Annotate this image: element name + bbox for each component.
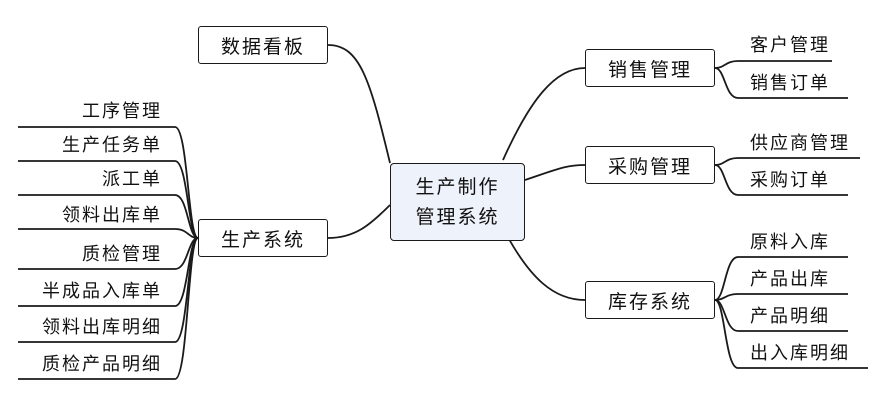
leaf-inventory-4[interactable]: 出入库明细 bbox=[750, 343, 850, 364]
connector-sales bbox=[502, 67, 586, 161]
leaf-production-3[interactable]: 派工单 bbox=[102, 169, 162, 190]
connector-purchase-1 bbox=[714, 157, 860, 166]
root-label-line2: 管理系统 bbox=[415, 206, 500, 228]
leaf-production-1[interactable]: 工序管理 bbox=[82, 101, 162, 122]
leaf-sales-1[interactable]: 客户管理 bbox=[750, 35, 830, 56]
connector-inv-2 bbox=[714, 293, 848, 301]
leaf-production-8[interactable]: 质检产品明细 bbox=[42, 354, 162, 375]
node-sales[interactable]: 销售管理 bbox=[585, 49, 715, 87]
connector-purchase-2 bbox=[714, 164, 848, 196]
node-sales-label: 销售管理 bbox=[607, 58, 692, 81]
node-production[interactable]: 生产系统 bbox=[198, 219, 328, 257]
connector-production bbox=[327, 204, 391, 239]
leaf-production-4[interactable]: 领料出库单 bbox=[62, 205, 162, 226]
leaf-production-5[interactable]: 质检管理 bbox=[82, 244, 162, 265]
connector-sales-1 bbox=[714, 60, 832, 69]
connector-prod-8 bbox=[18, 237, 199, 380]
node-inventory[interactable]: 库存系统 bbox=[585, 281, 715, 319]
connector-prod-4 bbox=[18, 228, 199, 239]
leaf-production-6[interactable]: 半成品入库单 bbox=[42, 281, 162, 302]
leaf-purchase-1[interactable]: 供应商管理 bbox=[750, 133, 850, 154]
leaf-production-2[interactable]: 生产任务单 bbox=[62, 135, 162, 156]
root-label-line1: 生产制作 bbox=[415, 176, 500, 198]
leaf-production-7[interactable]: 领料出库明细 bbox=[42, 317, 162, 338]
leaf-inventory-2[interactable]: 产品出库 bbox=[750, 269, 830, 290]
leaf-inventory-1[interactable]: 原料入库 bbox=[750, 232, 830, 253]
connector-sales-2 bbox=[714, 67, 848, 99]
node-purchase[interactable]: 采购管理 bbox=[585, 146, 715, 184]
leaf-inventory-3[interactable]: 产品明细 bbox=[750, 306, 830, 327]
node-production-label: 生产系统 bbox=[220, 228, 305, 251]
connector-inventory bbox=[502, 227, 586, 301]
node-dashboard-label: 数据看板 bbox=[220, 35, 305, 58]
connector-purchase bbox=[524, 164, 586, 181]
connector-prod-2 bbox=[18, 160, 199, 239]
leaf-sales-2[interactable]: 销售订单 bbox=[750, 73, 830, 94]
node-purchase-label: 采购管理 bbox=[607, 155, 692, 178]
connector-prod-3 bbox=[18, 194, 199, 239]
connector-inv-4 bbox=[714, 299, 868, 369]
leaf-purchase-2[interactable]: 采购订单 bbox=[750, 170, 830, 191]
connector-dashboard bbox=[327, 44, 391, 164]
node-dashboard[interactable]: 数据看板 bbox=[198, 26, 328, 64]
node-inventory-label: 库存系统 bbox=[607, 290, 692, 313]
root-node[interactable]: 生产制作 管理系统 bbox=[390, 163, 525, 241]
connector-inv-1 bbox=[714, 256, 848, 301]
